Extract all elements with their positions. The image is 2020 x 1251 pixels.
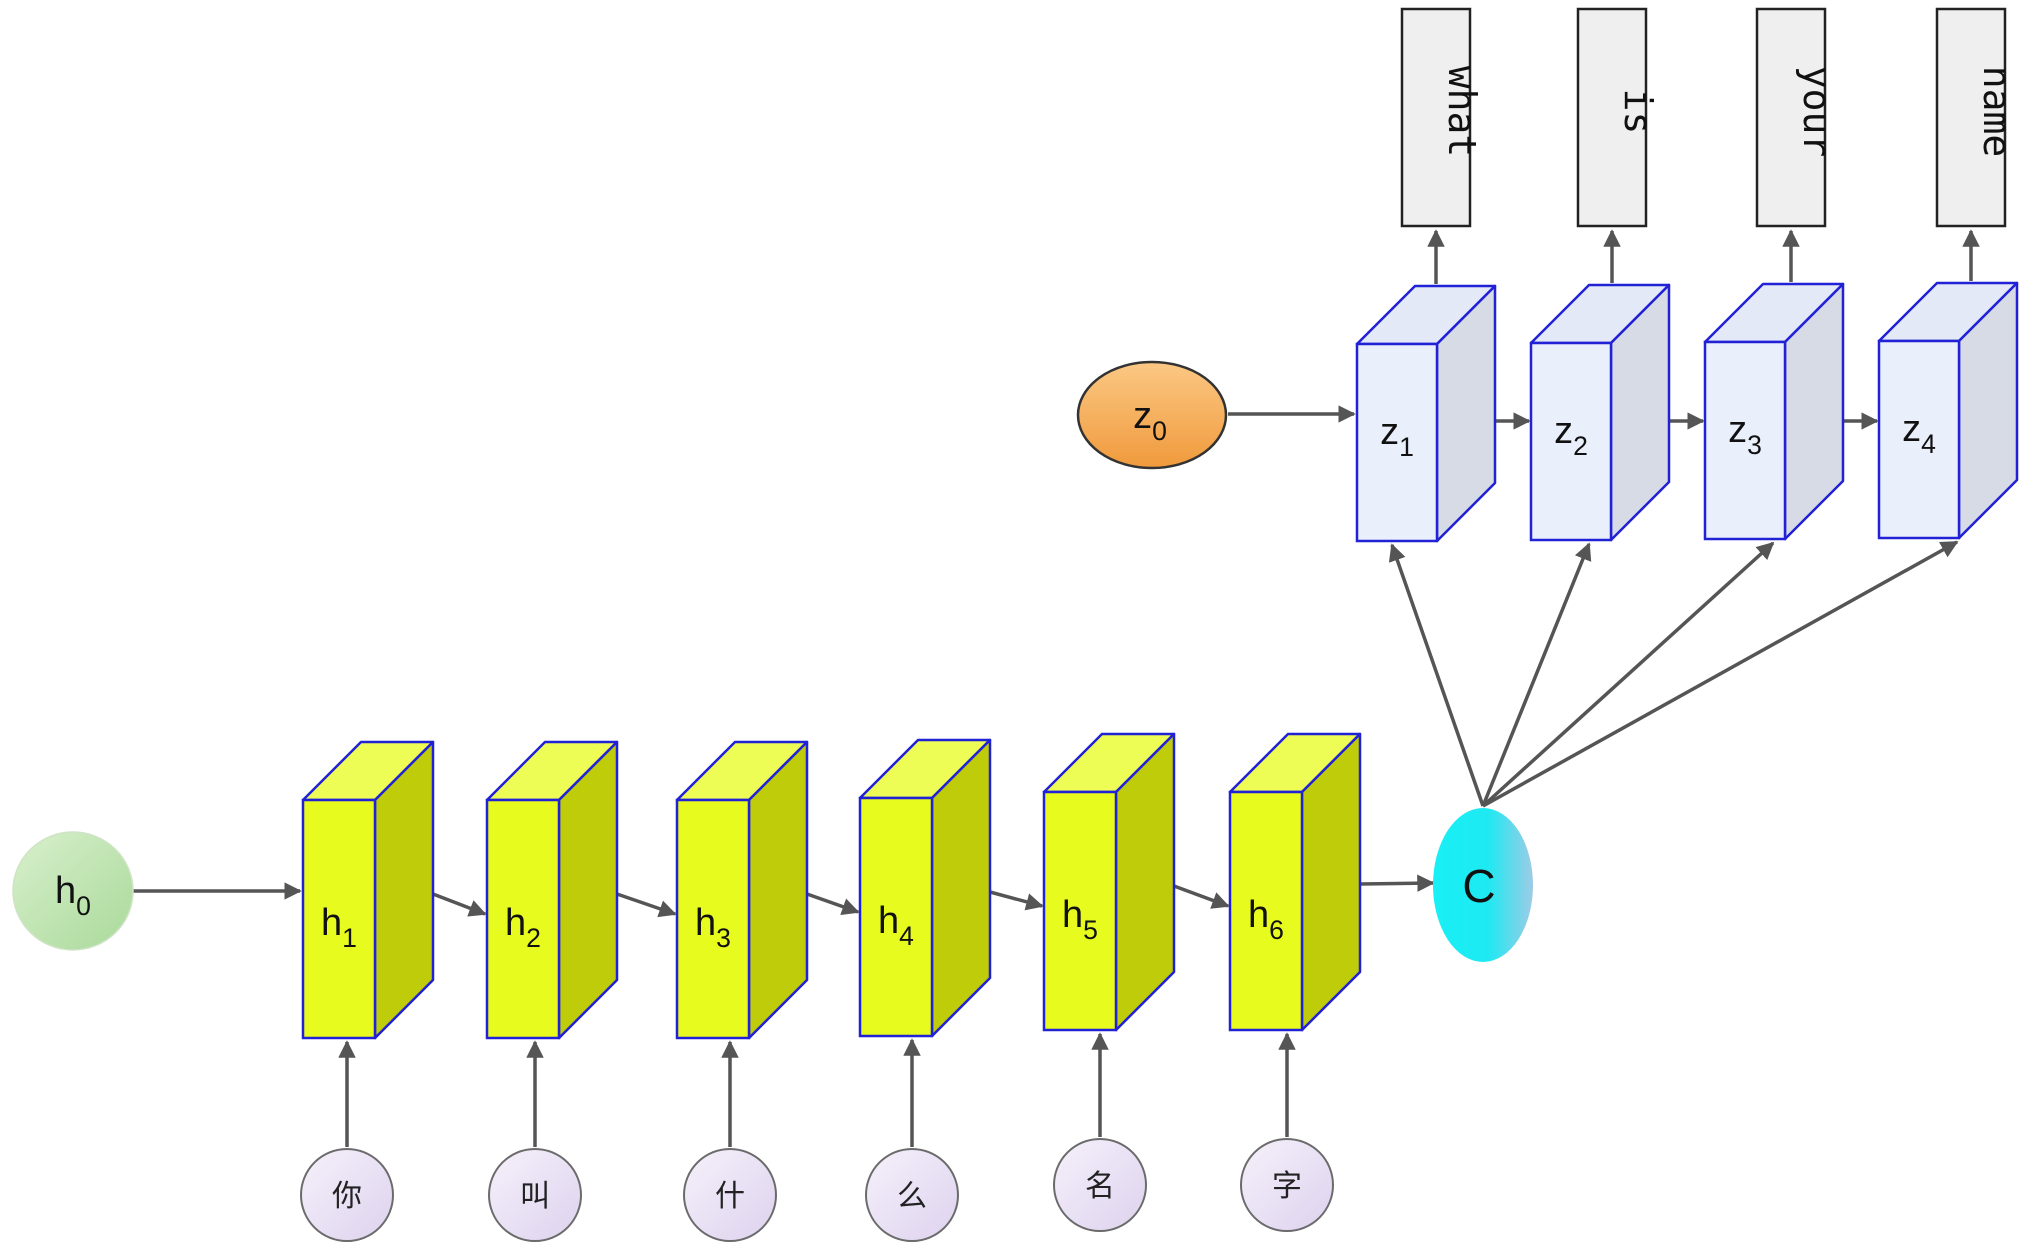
decoder-state-3 <box>1703 282 1845 541</box>
decoder-initial-state-label-main: z <box>1133 395 1152 437</box>
decoder-state-label-4-subscript: 4 <box>1921 429 1936 459</box>
output-token-2 <box>1576 7 1648 228</box>
decoder-state-4 <box>1877 281 2019 540</box>
encoder-state-label-5-subscript: 5 <box>1083 915 1098 945</box>
decoder-state-label-4-main: z <box>1902 408 1921 450</box>
encoder-initial-state-label-main: h <box>55 870 76 912</box>
encoder-state-label-3-main: h <box>695 902 716 944</box>
encoder-state-label-1: h1 <box>321 902 357 953</box>
output-token-4 <box>1935 7 2007 228</box>
encoder-state-label-5-main: h <box>1062 894 1083 936</box>
encoder-state-label-4: h4 <box>878 900 914 951</box>
encoder-state-5-front <box>1042 790 1118 1032</box>
encoder-recurrent-arrow-4 <box>989 890 1044 911</box>
encoder-state-label-2-main: h <box>505 902 526 944</box>
encoder-state-3 <box>675 740 809 1040</box>
input-token-label-5: 名 <box>1085 1169 1115 1204</box>
encoder-state-label-6: h6 <box>1248 894 1284 945</box>
decoder-state-1 <box>1355 284 1497 543</box>
encoder-state-label-3-subscript: 3 <box>716 923 731 953</box>
decoder-state-label-1: z1 <box>1380 411 1414 462</box>
output-token-label-1: what <box>1440 66 1484 158</box>
encoder-recurrent-arrow-1 <box>432 892 487 917</box>
encoder-state-label-6-main: h <box>1248 894 1269 936</box>
decoder-initial-state-label-subscript: 0 <box>1152 416 1167 446</box>
decoder-state-label-1-subscript: 1 <box>1399 432 1414 462</box>
decoder-state-label-4: z4 <box>1902 408 1936 459</box>
encoder-state-label-6-subscript: 6 <box>1269 915 1284 945</box>
encoder-state-label-1-subscript: 1 <box>342 923 357 953</box>
encoder-initial-state <box>12 831 134 951</box>
encoder-state-4 <box>858 738 992 1038</box>
encoder-state-3-front <box>675 798 751 1040</box>
arrow-layer <box>133 229 1980 1147</box>
decoder-state-label-3-subscript: 3 <box>1747 430 1762 460</box>
decoder-initial-state <box>1076 360 1228 470</box>
input-token-2 <box>488 1148 582 1242</box>
encoder-initial-state-label-subscript: 0 <box>76 891 91 921</box>
encoder-state-1-front <box>301 798 377 1040</box>
input-token-label-3: 什 <box>715 1179 745 1214</box>
encoder-state-label-2-subscript: 2 <box>526 923 541 953</box>
input-token-6 <box>1240 1138 1334 1232</box>
input-token-label-1: 你 <box>332 1179 362 1214</box>
encoder-state-6-front <box>1228 790 1304 1032</box>
decoder-state-label-3-main: z <box>1728 409 1747 451</box>
encoder-state-label-5: h5 <box>1062 894 1098 945</box>
input-token-4 <box>865 1148 959 1242</box>
context-vector <box>1433 808 1533 962</box>
output-token-3 <box>1755 7 1827 228</box>
input-token-5 <box>1053 1138 1147 1232</box>
output-token-label-3: your <box>1795 66 1839 158</box>
input-token-label-4: 么 <box>897 1179 927 1214</box>
decoder-state-1-front <box>1355 342 1439 543</box>
encoder-state-2 <box>485 740 619 1040</box>
encoder-state-label-2: h2 <box>505 902 541 953</box>
decoder-state-2 <box>1529 283 1671 542</box>
context-to-decoder-arrow-2 <box>1481 542 1592 807</box>
decoder-state-2-front <box>1529 341 1613 542</box>
output-token-label-2: is <box>1616 89 1660 135</box>
decoder-state-label-2-subscript: 2 <box>1573 431 1588 461</box>
input-token-label-6: 字 <box>1272 1169 1302 1204</box>
encoder-recurrent-arrow-3 <box>806 892 860 916</box>
encoder-state-label-1-main: h <box>321 902 342 944</box>
encoder-recurrent-arrow-2 <box>616 892 677 918</box>
encoder-state-1 <box>301 740 435 1040</box>
encoder-initial-state-label: h0 <box>55 870 91 921</box>
decoder-state-label-1-main: z <box>1380 411 1399 453</box>
context-vector-label: C <box>1462 860 1495 912</box>
encoder-to-context-arrow <box>1359 874 1435 892</box>
encoder-state-label-3: h3 <box>695 902 731 953</box>
encoder-state-4-front <box>858 796 934 1038</box>
input-token-label-2: 叫 <box>520 1179 550 1214</box>
encoder-state-5 <box>1042 732 1176 1032</box>
decoder-state-label-2: z2 <box>1554 410 1588 461</box>
decoder-state-label-2-main: z <box>1554 410 1573 452</box>
encoder-state-2-front <box>485 798 561 1040</box>
context-to-decoder-arrow-1 <box>1388 543 1485 807</box>
decoder-state-4-front <box>1877 339 1961 540</box>
context-to-decoder-arrow-4 <box>1482 540 1959 808</box>
decoder-initial-state-label: z0 <box>1133 395 1167 446</box>
encoder-state-label-4-subscript: 4 <box>899 921 914 951</box>
decoder-state-3-front <box>1703 340 1787 541</box>
output-token-1 <box>1400 7 1472 228</box>
input-token-3 <box>683 1148 777 1242</box>
context-to-decoder-arrow-3 <box>1481 541 1775 808</box>
output-token-label-4: name <box>1975 66 2019 158</box>
input-token-1 <box>300 1148 394 1242</box>
encoder-state-6 <box>1228 732 1362 1032</box>
encoder-recurrent-arrow-5 <box>1173 884 1230 909</box>
decoder-state-label-3: z3 <box>1728 409 1762 460</box>
encoder-state-label-4-main: h <box>878 900 899 942</box>
